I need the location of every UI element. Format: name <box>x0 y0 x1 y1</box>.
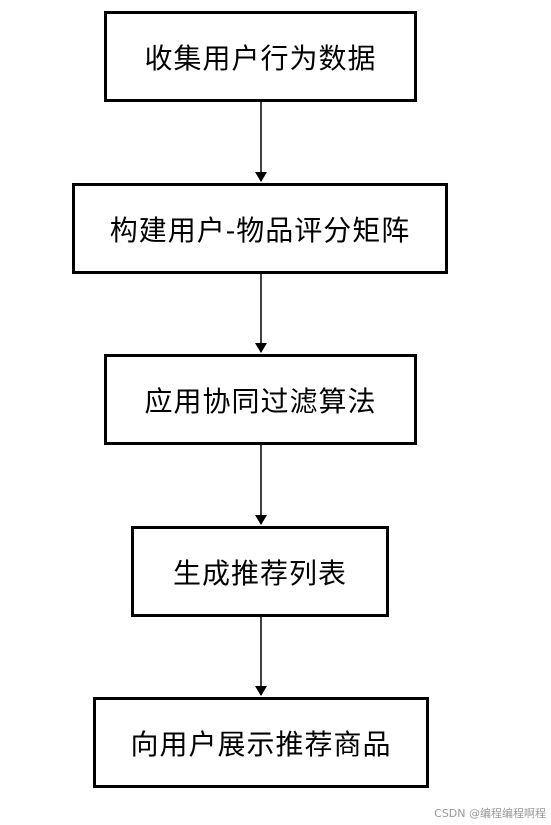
watermark: CSDN @编程编程啊程 <box>434 807 546 820</box>
step-box-generate-recommendations: 生成推荐列表 <box>131 526 389 617</box>
step-box-build-rating-matrix: 构建用户-物品评分矩阵 <box>72 183 448 274</box>
step-label: 收集用户行为数据 <box>144 41 377 75</box>
step-box-collect-behavior-data: 收集用户行为数据 <box>104 11 417 102</box>
step-label: 构建用户-物品评分矩阵 <box>109 213 411 247</box>
step-box-show-recommended-products: 向用户展示推荐商品 <box>93 697 429 788</box>
step-box-apply-collaborative-filtering: 应用协同过滤算法 <box>104 354 417 445</box>
step-label: 生成推荐列表 <box>172 556 347 590</box>
step-label: 应用协同过滤算法 <box>144 384 377 418</box>
step-label: 向用户展示推荐商品 <box>130 727 392 761</box>
